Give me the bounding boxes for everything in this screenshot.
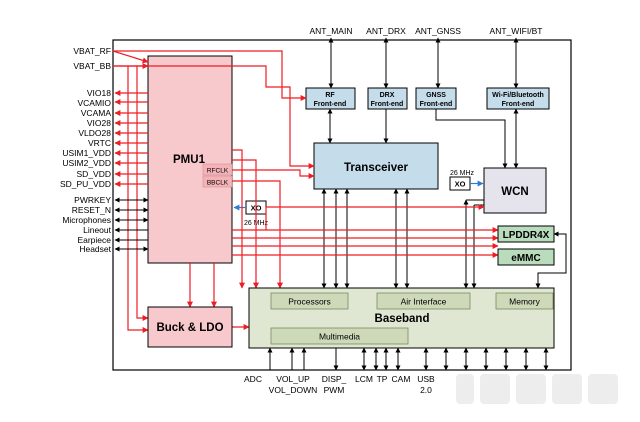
signal-label: VBAT_BB [73,61,111,71]
rf-frontend-box: RF Front-end [305,87,356,110]
antenna-label-drx: ANT_DRX [366,26,406,36]
svg-text:Memory: Memory [509,297,540,307]
signal-label: PWRKEY [74,195,111,205]
signal-label: VCAMA [81,108,112,118]
pmu-block: PMU1 RFCLK BBCLK [147,55,233,264]
power-lines [112,50,499,333]
svg-text:PMU1: PMU1 [173,154,206,166]
signal-label: Lineout [83,225,112,235]
svg-text:Multimedia: Multimedia [319,332,360,342]
svg-text:Front-end: Front-end [371,101,404,108]
bottom-label-vol-up: VOL_UP [276,374,310,384]
svg-text:Baseband: Baseband [375,313,430,325]
drx-frontend-box: DRX Front-end [367,87,408,110]
svg-text:Front-end: Front-end [314,101,347,108]
signal-label: USIM1_VDD [62,148,111,158]
antenna-label-main: ANT_MAIN [310,26,353,36]
signal-label: VIO28 [87,118,111,128]
left-signal-labels: VBAT_RF VBAT_BB VIO18 VCAMIO VCAMA VIO28… [60,46,112,254]
antenna-lines [328,37,519,89]
signal-label: SD_PU_VDD [60,179,111,189]
svg-text:XO: XO [455,180,466,189]
svg-text:Air Interface: Air Interface [401,297,447,307]
baseband-io-lines [267,347,549,371]
bottom-label-tp: TP [377,374,388,384]
bottom-label-usb: USB [417,374,435,384]
svg-text:26 MHz: 26 MHz [450,170,475,177]
board-frame [112,39,572,371]
bottom-label-adc: ADC [244,374,262,384]
bottom-label-pwm: PWM [324,385,345,395]
signal-label: VBAT_RF [73,46,111,56]
emmc-block: eMMC [497,248,555,266]
signal-label: Headset [79,244,111,254]
svg-text:LPDDR4X: LPDDR4X [503,230,550,241]
bottom-label-lcm: LCM [355,374,373,384]
signal-label: USIM2_VDD [62,158,111,168]
signal-label: Earpiece [77,235,111,245]
svg-text:eMMC: eMMC [511,253,540,264]
signal-label: RESET_N [72,205,111,215]
memory-links [535,231,567,289]
transceiver-block: Transceiver [313,142,439,190]
signal-label: VLDO28 [78,128,111,138]
svg-text:Transceiver: Transceiver [344,162,408,174]
bottom-label-disp: DISP_ [322,374,347,384]
svg-text:Wi-Fi/Bluetooth: Wi-Fi/Bluetooth [492,92,544,99]
svg-text:Front-end: Front-end [502,101,535,108]
frontend-connections [327,108,519,169]
wcn-xo: 26 MHz XO [449,170,484,191]
antenna-label-gnss: ANT_GNSS [415,26,461,36]
signal-label: VCAMIO [77,98,111,108]
svg-text:Buck & LDO: Buck & LDO [156,322,223,334]
pmu-xo: XO 26 MHz [233,200,269,227]
svg-text:Front-end: Front-end [420,101,453,108]
wcn-block: WCN [483,167,547,214]
svg-text:RFCLK: RFCLK [207,168,229,175]
signal-label: SD_VDD [77,169,111,179]
bottom-label-usb-version: 2.0 [420,385,432,395]
svg-text:GNSS: GNSS [426,92,446,99]
bottom-label-cam: CAM [392,374,411,384]
svg-text:RF: RF [325,92,335,99]
gnss-frontend-box: GNSS Front-end [415,87,457,110]
watermark [456,366,636,412]
svg-text:BBCLK: BBCLK [207,180,229,187]
svg-text:Processors: Processors [288,297,331,307]
wifi-frontend-box: Wi-Fi/Bluetooth Front-end [486,87,550,110]
signal-label: VRTC [88,138,111,148]
svg-text:WCN: WCN [501,186,528,198]
buck-ldo-block: Buck & LDO [147,306,233,348]
signal-label: VIO18 [87,88,111,98]
antenna-label-wifi-bt: ANT_WIFI/BT [490,26,543,36]
bottom-label-vol-down: VOL_DOWN [269,385,318,395]
control-lines [114,197,149,252]
wcn-baseband-links [463,199,484,289]
svg-text:DRX: DRX [380,92,395,99]
baseband-block: Baseband Processors Air Interface Memory… [248,287,555,349]
lpddr-block: LPDDR4X [497,225,555,243]
signal-label: Microphones [62,215,111,225]
